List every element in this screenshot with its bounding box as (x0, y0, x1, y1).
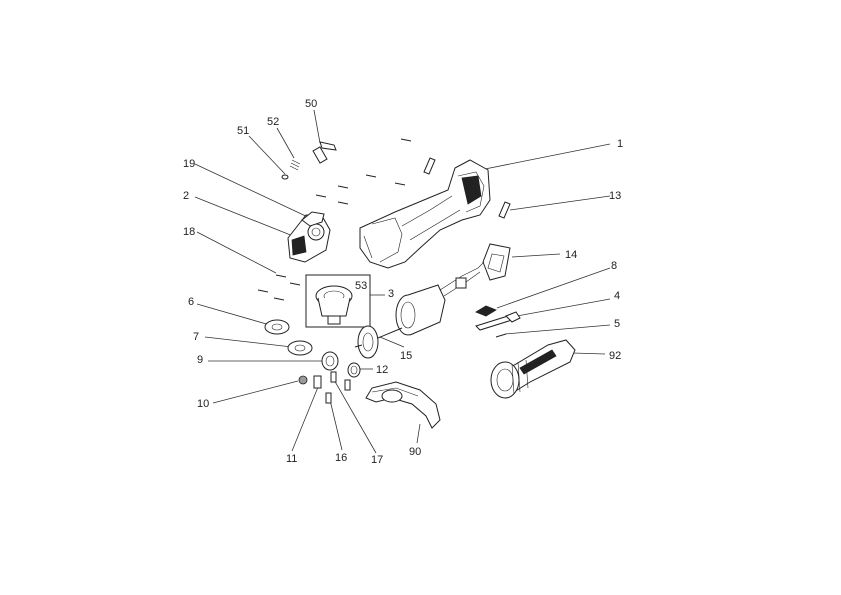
part-labels: 1 2 3 4 5 6 7 8 9 10 11 12 13 14 15 16 1… (183, 98, 623, 466)
part-15-armature (354, 325, 403, 359)
part-14-switch (482, 243, 511, 281)
part-12-ring (347, 362, 361, 378)
part-17-screw (330, 371, 351, 391)
part-4-lever (475, 311, 521, 331)
part-8-brush (475, 305, 497, 317)
label-9: 9 (197, 354, 203, 366)
part-13-clip (498, 201, 511, 219)
label-4: 4 (614, 290, 620, 302)
part-1-housing (359, 159, 491, 269)
screws (257, 138, 412, 301)
label-2: 2 (183, 190, 189, 202)
part-90-guard (365, 381, 441, 429)
label-1: 1 (617, 138, 623, 150)
label-17: 17 (371, 454, 383, 466)
label-13: 13 (609, 190, 621, 202)
part-19-cover (301, 211, 325, 227)
part-5-pin (495, 333, 507, 338)
label-6: 6 (188, 296, 194, 308)
label-15: 15 (400, 350, 412, 362)
part-50-lock-pin (312, 141, 337, 164)
label-19: 19 (183, 158, 195, 170)
part-6-flange (264, 319, 290, 335)
part-10-nut (298, 375, 308, 385)
part-92-handle (490, 339, 576, 399)
label-52: 52 (267, 116, 279, 128)
part-11-bushing (313, 375, 322, 389)
label-11: 11 (286, 453, 297, 465)
label-10: 10 (197, 398, 209, 410)
part-53-gear (315, 285, 353, 325)
label-53: 53 (355, 280, 367, 292)
label-14: 14 (565, 249, 577, 261)
label-8: 8 (611, 260, 617, 272)
label-5: 5 (614, 318, 620, 330)
label-12: 12 (376, 364, 388, 376)
label-18: 18 (183, 226, 195, 238)
part-16-screw (325, 392, 332, 404)
label-50: 50 (305, 98, 317, 110)
part-7-disc (287, 340, 313, 356)
label-3: 3 (388, 288, 394, 300)
label-90: 90 (409, 446, 421, 458)
part-51-pin (281, 174, 289, 180)
label-16: 16 (335, 452, 347, 464)
part-motor (395, 261, 485, 336)
part-9-bearing (321, 351, 339, 371)
label-7: 7 (193, 331, 199, 343)
part-2-gear-housing (287, 214, 331, 263)
clip (423, 157, 436, 175)
label-51: 51 (237, 125, 249, 137)
label-92: 92 (609, 350, 621, 362)
part-52-spring (289, 159, 301, 171)
